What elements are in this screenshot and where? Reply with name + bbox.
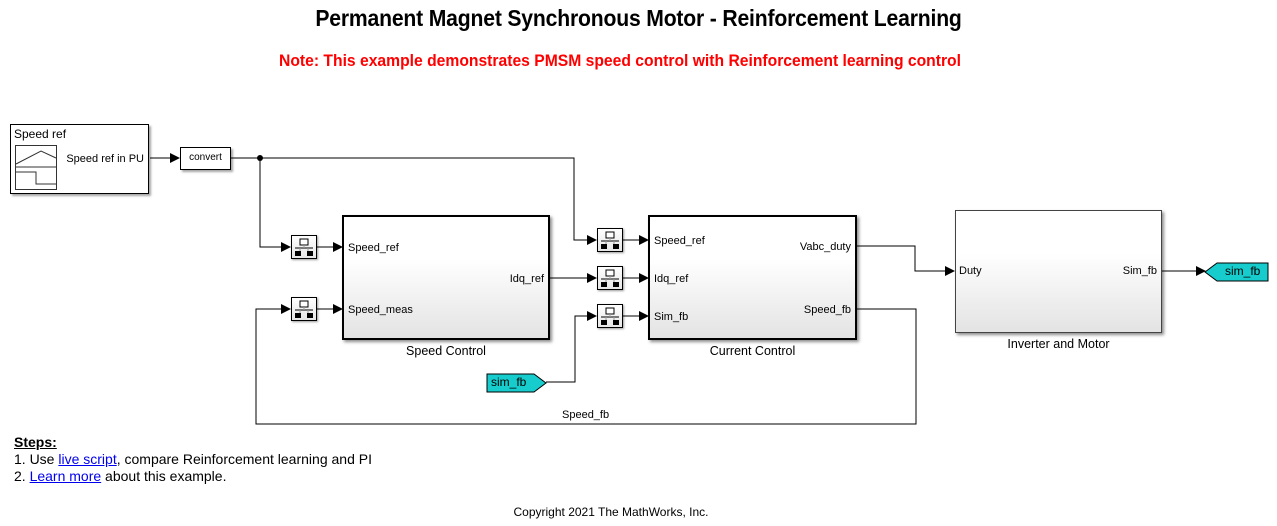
rate-transition-icon [601,269,619,287]
rate-transition-block[interactable] [291,235,317,259]
current-control-label: Current Control [709,344,796,358]
speed-ref-title: Speed ref [14,127,67,141]
page-title: Permanent Magnet Synchronous Motor - Rei… [315,5,962,31]
convert-block[interactable]: convert [180,147,231,170]
speed-fb-signal-label: Speed_fb [562,409,610,421]
port-sim-fb: Sim_fb [654,311,689,323]
live-script-link[interactable]: live script [58,451,117,467]
rate-transition-block[interactable] [597,266,623,290]
wire-convert-out [231,157,597,245]
step-item: 1. Use live script, compare Reinforcemen… [14,451,372,468]
learn-more-link[interactable]: Learn more [29,468,102,484]
copyright: Copyright 2021 The MathWorks, Inc. [513,505,709,519]
wire-speedfb-feedback [255,304,917,425]
port-vabc-duty-out: Vabc_duty [799,241,851,253]
port-idq-ref-out: Idq_ref [509,273,544,285]
rate-transition-icon [601,231,619,249]
step-item: 2. Learn more about this example. [14,468,372,485]
step-suffix: , compare Reinforcement learning and PI [116,451,372,467]
wire-vabc-duty [857,245,955,276]
goto-tag-shape[interactable] [1204,262,1270,282]
rate-transition-icon [295,238,313,256]
speed-ref-block[interactable]: Speed ref Speed ref in PU [10,124,149,194]
wire-branch-speedref [259,158,291,252]
port-sim-fb-out: Sim_fb [1122,265,1157,277]
port-duty: Duty [959,265,982,277]
rate-transition-block[interactable] [597,228,623,252]
wire-fromtag-rt5 [546,311,597,383]
port-speed-ref: Speed_ref [654,235,705,247]
from-tag-label: sim_fb [491,375,527,389]
port-speed-ref: Speed_ref [348,242,399,254]
rate-transition-icon [295,300,313,318]
rate-transition-block[interactable] [291,297,317,321]
step-suffix: about this example. [101,468,227,484]
rate-transition-icon [601,307,619,325]
steps-heading: Steps: [14,434,57,450]
speed-control-subsystem[interactable]: Speed_ref Speed_meas Idq_ref [342,215,550,340]
note-annotation: Note: This example demonstrates PMSM spe… [279,52,961,70]
goto-tag-label: sim_fb [1225,264,1261,278]
step-prefix: 2. [14,468,30,484]
rate-transition-block[interactable] [597,304,623,328]
steps-annotation: Steps: 1. Use live script, compare Reinf… [14,434,372,485]
port-speed-meas: Speed_meas [348,304,413,316]
port-idq-ref: Idq_ref [654,273,689,285]
inverter-motor-subsystem[interactable]: Duty Sim_fb [955,210,1162,333]
port-speed-fb-out: Speed_fb [803,304,851,316]
current-control-subsystem[interactable]: Speed_ref Idq_ref Sim_fb Vabc_duty Speed… [648,215,857,340]
speed-ref-out-port: Speed ref in PU [66,153,144,165]
from-tag-shape[interactable] [486,373,548,393]
signal-builder-icon [15,145,57,190]
step-prefix: 1. Use [14,451,59,467]
inverter-motor-label: Inverter and Motor [1007,337,1110,351]
speed-control-label: Speed Control [406,344,486,358]
branch-point [257,155,263,161]
convert-label: convert [189,152,222,163]
